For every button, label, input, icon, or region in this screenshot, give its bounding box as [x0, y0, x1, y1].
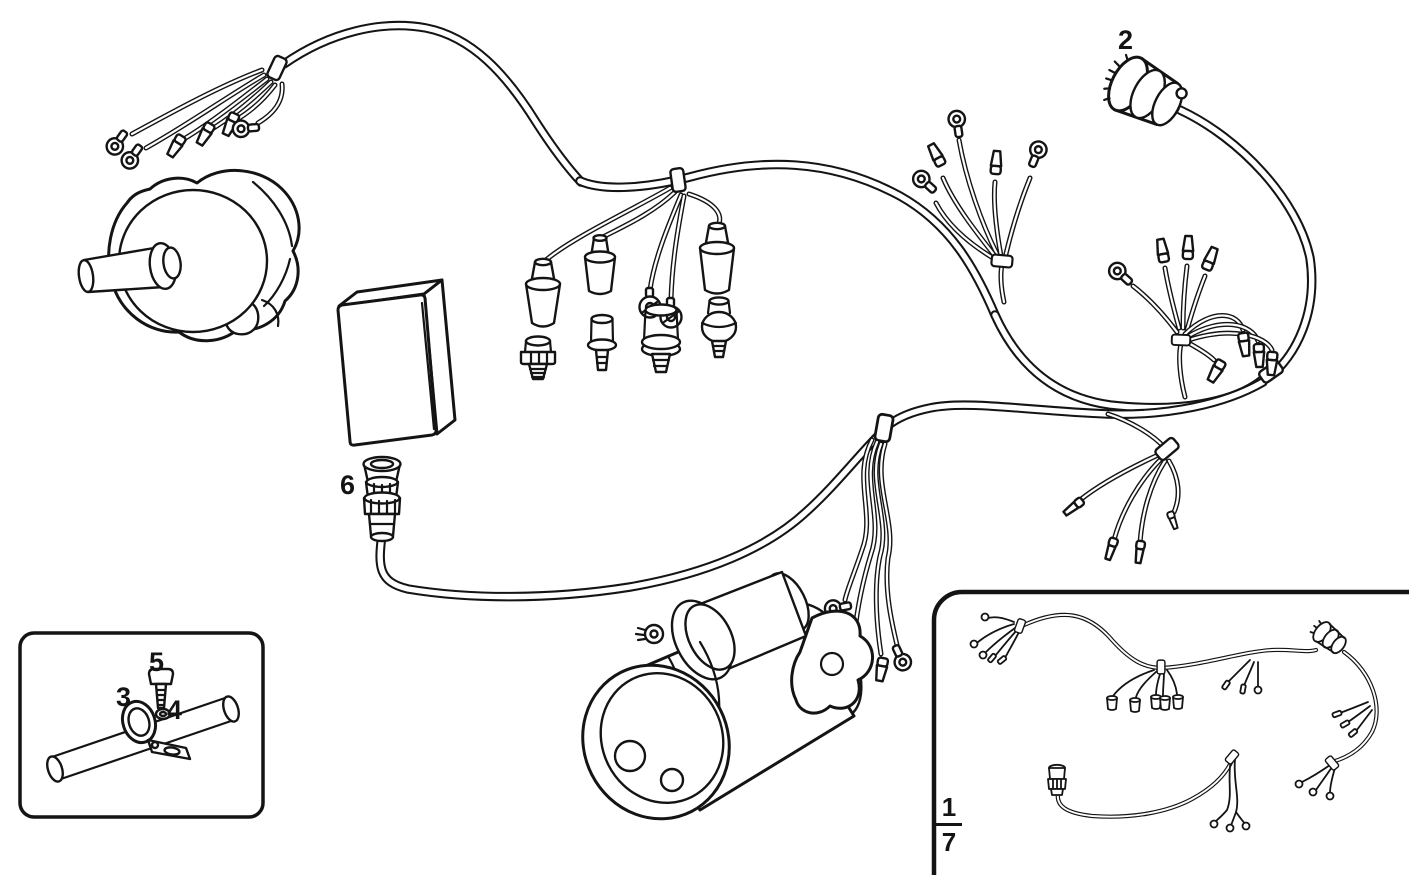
starter-motor	[581, 570, 874, 821]
spade-terminal	[1236, 331, 1253, 358]
relay-box	[336, 278, 457, 447]
bullet-terminal	[1132, 539, 1147, 565]
alternator	[77, 168, 301, 343]
clamp-inset	[18, 631, 265, 819]
callout-5: 5	[149, 647, 165, 677]
callout-2: 2	[1118, 25, 1134, 55]
spade-terminal	[989, 149, 1004, 176]
cable-collar	[990, 253, 1014, 269]
cable-collar	[1170, 333, 1192, 347]
bolt	[147, 667, 175, 710]
spade-terminal	[1154, 237, 1171, 264]
inset-border	[931, 589, 1409, 875]
mini-boot-fan	[1106, 659, 1184, 713]
sensor-boot-branch	[524, 166, 736, 329]
sender-unit	[586, 313, 618, 372]
bullet-terminal	[1102, 535, 1120, 562]
cable-collar	[1156, 659, 1166, 675]
ring-terminal	[886, 641, 915, 675]
harness-overview-inset	[931, 589, 1409, 875]
mini-connector	[1309, 620, 1347, 655]
ring-terminal	[908, 166, 942, 199]
spade-terminal	[193, 120, 217, 148]
sender-unit	[640, 303, 682, 374]
ring-terminal	[946, 108, 969, 140]
starter-solenoid	[670, 570, 810, 681]
cable-collar	[265, 53, 289, 83]
bulb-boot-connector	[698, 221, 736, 295]
callout-denominator: 7	[936, 823, 962, 855]
callout-6: 6	[340, 470, 356, 500]
callout-4: 4	[167, 695, 183, 725]
spade-terminal	[1199, 244, 1221, 273]
bullet-terminal-branch	[1061, 411, 1182, 565]
callout-1-7: 1 7	[936, 794, 962, 855]
spade-terminal	[1252, 342, 1266, 369]
starter-wire-branch	[822, 437, 915, 683]
mini-terminal-cluster	[1209, 748, 1251, 833]
sender-unit	[700, 296, 738, 359]
ring-terminal	[230, 117, 261, 139]
harness-end-terminals	[102, 53, 289, 173]
cable-collar	[668, 166, 688, 194]
bullet-terminal	[1061, 495, 1087, 519]
mini-terminal-cluster	[969, 612, 1027, 666]
cable-collar	[872, 412, 896, 444]
mini-terminal-cluster	[1294, 754, 1341, 801]
aux-connector-6	[362, 455, 402, 543]
spade-terminal	[873, 656, 890, 683]
cable-collar	[1223, 748, 1241, 766]
inset-border	[18, 631, 265, 819]
spade-terminal-branch	[1104, 234, 1279, 400]
main-harness	[102, 20, 1317, 683]
mini-terminal-cluster	[1331, 701, 1373, 739]
bulb-boot-connector	[524, 257, 562, 328]
ring-terminal	[1022, 137, 1051, 171]
washer	[154, 707, 172, 721]
callout-numerator: 1	[941, 792, 957, 822]
spade-terminal	[1264, 350, 1279, 377]
bulb-boot-connector	[583, 233, 617, 296]
spade-terminal	[1204, 357, 1228, 385]
mini-terminal-cluster	[1220, 659, 1263, 695]
callout-3: 3	[116, 682, 132, 712]
mini-connector	[1047, 763, 1067, 796]
clamp	[120, 699, 192, 761]
pipe	[46, 695, 240, 783]
harness-connector-2	[1103, 53, 1317, 382]
ring-terminal-branch	[908, 108, 1051, 305]
spade-terminal	[1181, 234, 1195, 261]
sender-unit	[519, 335, 557, 381]
bullet-terminal	[1165, 509, 1180, 531]
spade-terminal	[925, 141, 948, 169]
sender-units	[519, 296, 738, 381]
starter-flange	[790, 609, 874, 715]
cable-collar	[1323, 754, 1341, 772]
cable-collar	[1013, 617, 1027, 635]
